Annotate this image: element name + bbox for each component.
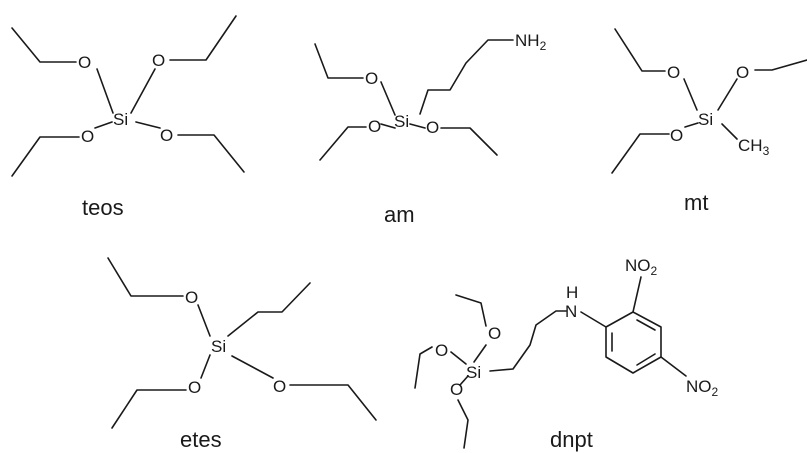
molecule-teos: O O O O Si teos bbox=[11, 15, 245, 220]
am-bonds bbox=[314, 39, 514, 161]
molecule-mt: O O O Si CH3 mt bbox=[611, 28, 807, 215]
mt-methyl-group: CH3 bbox=[738, 136, 770, 158]
etes-oxygen-atom: O bbox=[185, 288, 198, 307]
dnpt-nitro-group: NO2 bbox=[625, 256, 658, 278]
teos-silicon-atom: Si bbox=[113, 110, 128, 129]
am-amine-group: NH2 bbox=[515, 31, 547, 53]
etes-label: etes bbox=[180, 427, 222, 452]
am-oxygen-atom: O bbox=[365, 69, 378, 88]
molecule-dnpt: O O O Si H N NO2 NO2 dnpt bbox=[414, 256, 719, 452]
teos-oxygen-atom: O bbox=[78, 53, 91, 72]
etes-bonds bbox=[107, 257, 377, 429]
am-label: am bbox=[384, 202, 415, 227]
teos-label: teos bbox=[82, 195, 124, 220]
mt-bonds bbox=[611, 28, 807, 174]
molecule-am: O O O Si NH2 am bbox=[314, 31, 547, 227]
dnpt-silicon-atom: Si bbox=[466, 363, 481, 382]
teos-oxygen-atom: O bbox=[160, 126, 173, 145]
mt-oxygen-atom: O bbox=[667, 63, 680, 82]
teos-oxygen-atom: O bbox=[81, 127, 94, 146]
am-silicon-atom: Si bbox=[394, 112, 409, 131]
dnpt-oxygen-atom: O bbox=[450, 380, 463, 399]
dnpt-amine-hydrogen: H bbox=[566, 283, 578, 302]
dnpt-amine-nitrogen: N bbox=[565, 302, 577, 321]
am-oxygen-atom: O bbox=[368, 117, 381, 136]
molecule-etes: O O O Si etes bbox=[107, 257, 377, 452]
dnpt-label: dnpt bbox=[550, 427, 593, 452]
etes-oxygen-atom: O bbox=[273, 377, 286, 396]
dnpt-oxygen-atom: O bbox=[488, 324, 501, 343]
etes-silicon-atom: Si bbox=[211, 337, 226, 356]
dnpt-bonds bbox=[414, 276, 687, 449]
mt-silicon-atom: Si bbox=[698, 110, 713, 129]
am-oxygen-atom: O bbox=[426, 118, 439, 137]
dnpt-nitro-group: NO2 bbox=[686, 377, 719, 399]
dnpt-oxygen-atom: O bbox=[435, 341, 448, 360]
mt-oxygen-atom: O bbox=[736, 63, 749, 82]
mt-oxygen-atom: O bbox=[670, 126, 683, 145]
mt-label: mt bbox=[684, 190, 708, 215]
teos-oxygen-atom: O bbox=[152, 51, 165, 70]
etes-oxygen-atom: O bbox=[188, 378, 201, 397]
teos-bonds bbox=[11, 15, 245, 177]
